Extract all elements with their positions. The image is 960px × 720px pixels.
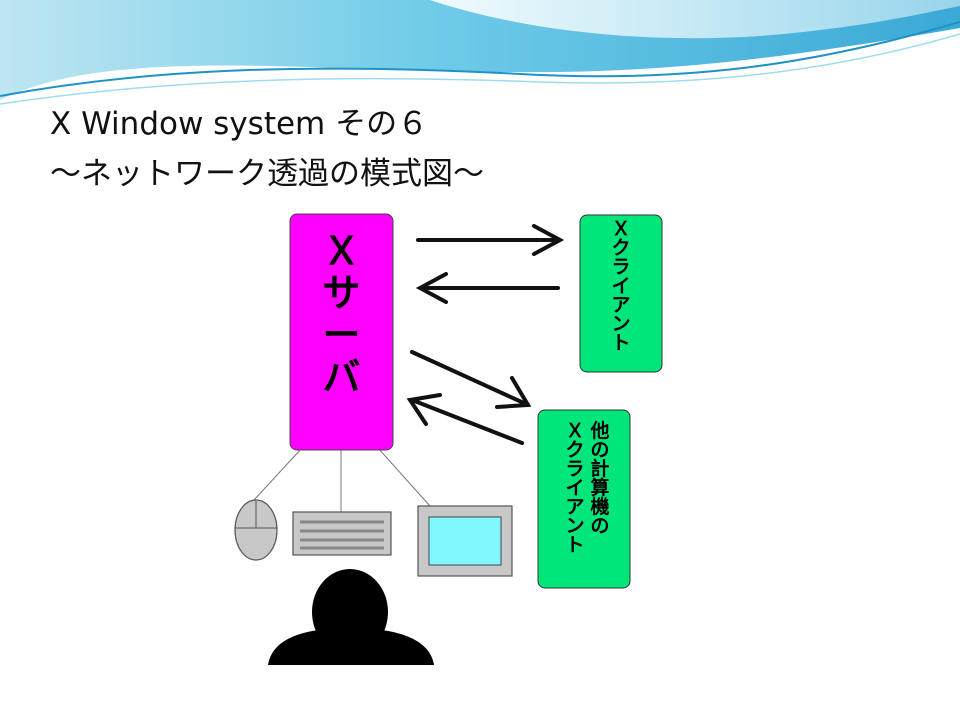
remote-client-label-char: の: [590, 439, 610, 461]
arrow-client-to-server: [415, 272, 560, 304]
x-client-label-char: ラ: [611, 256, 631, 278]
remote-client-label-char: 他: [590, 420, 610, 442]
x-client-label-char: ク: [611, 237, 631, 259]
monitor-icon: [417, 505, 513, 577]
mouse-icon: [234, 499, 278, 561]
x-client-label-char: ト: [611, 332, 631, 354]
x-server-label-char: Ｘ: [322, 229, 361, 273]
x-server-label-char: サ: [322, 271, 361, 315]
x-server-label-char: バ: [322, 355, 361, 399]
slide-title-line-2: ～ネットワーク透過の模式図～: [50, 156, 484, 192]
x-server-label-char: ー: [322, 313, 361, 357]
remote-client-label-column-1: 他 の 計 算 機 の: [585, 422, 615, 536]
arrow-server-to-client: [416, 224, 565, 256]
remote-client-label-char: ク: [565, 439, 585, 461]
x-client-label-char: ア: [611, 294, 631, 316]
x-client-label: Ｘ ク ラ イ ア ン ト: [580, 220, 662, 353]
keyboard-icon: [292, 511, 392, 556]
server-to-mouse-line: [253, 447, 303, 501]
x-client-label-char: イ: [611, 275, 631, 297]
remote-client-label-char: イ: [565, 477, 585, 499]
arrow-remote-client-to-server: [406, 393, 524, 445]
remote-client-label-column-2: Ｘ ク ラ イ ア ン ト: [560, 422, 590, 555]
arrow-server-to-remote-client: [410, 350, 532, 409]
remote-client-label-char: 算: [590, 477, 610, 499]
remote-client-label-char: ト: [565, 534, 585, 556]
slide-title-line-1: X Window system その６: [50, 106, 429, 142]
remote-client-label-char: 機: [590, 496, 610, 518]
remote-client-label-char: ラ: [565, 458, 585, 480]
remote-client-label-char: Ｘ: [565, 420, 585, 442]
x-server-label: Ｘ サ ー バ: [290, 232, 393, 400]
x-client-box: [579, 214, 663, 373]
header-wave-decoration: [0, 0, 960, 105]
remote-client-label-char: ア: [565, 496, 585, 518]
remote-client-label-char: 計: [590, 458, 610, 480]
remote-client-label-char: の: [590, 515, 610, 537]
server-to-monitor-line: [377, 447, 431, 507]
x-server-box: [289, 213, 394, 451]
remote-client-label-char: ン: [565, 515, 585, 537]
remote-x-client-box: [537, 409, 631, 589]
x-client-label-char: Ｘ: [611, 218, 631, 240]
x-client-label-char: ン: [611, 313, 631, 335]
user-silhouette-icon: [268, 569, 434, 665]
